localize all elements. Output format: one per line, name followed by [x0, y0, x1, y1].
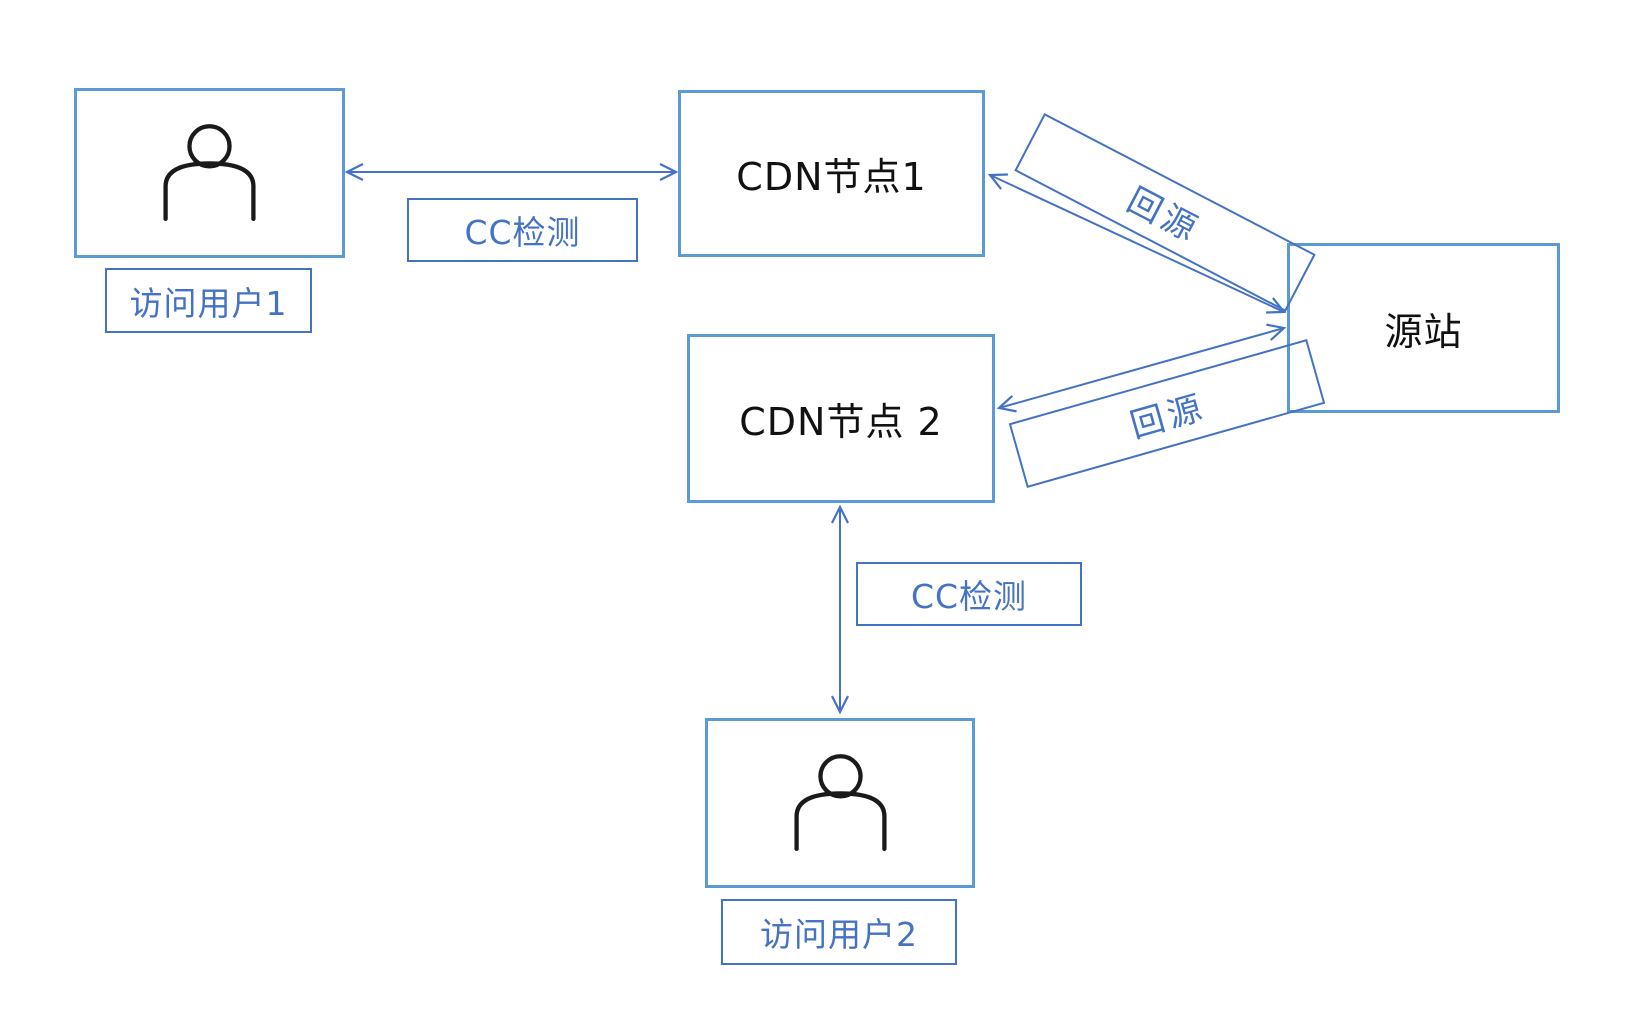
label-user2-text: 访问用户2: [760, 915, 918, 954]
label-cc-detect-1-text: CC检测: [464, 213, 581, 252]
node-origin: 源站: [1287, 243, 1560, 413]
node-cdn2-text: CDN节点 2: [739, 400, 943, 444]
back-origin-arrow-2: [996, 323, 1287, 413]
node-origin-text: 源站: [1384, 309, 1463, 354]
node-cdn2: CDN节点 2: [687, 334, 995, 503]
label-user2: 访问用户2: [721, 899, 957, 965]
back-origin-arrow-1: [987, 173, 1287, 314]
node-user1: [74, 88, 345, 258]
label-cc-detect-2-text: CC检测: [910, 577, 1028, 616]
label-cc-detect-2: CC检测: [856, 562, 1082, 626]
label-user1: 访问用户1: [105, 268, 312, 333]
node-cdn1: CDN节点1: [678, 90, 985, 257]
back-origin-banner-2-text: 回源: [1125, 387, 1210, 447]
node-cdn1-text: CDN节点1: [736, 155, 927, 199]
person-icon: [163, 124, 256, 221]
node-user2: [705, 718, 975, 888]
label-cc-detect-1: CC检测: [407, 198, 638, 262]
label-user1-text: 访问用户1: [129, 283, 288, 323]
person-icon: [793, 754, 887, 851]
